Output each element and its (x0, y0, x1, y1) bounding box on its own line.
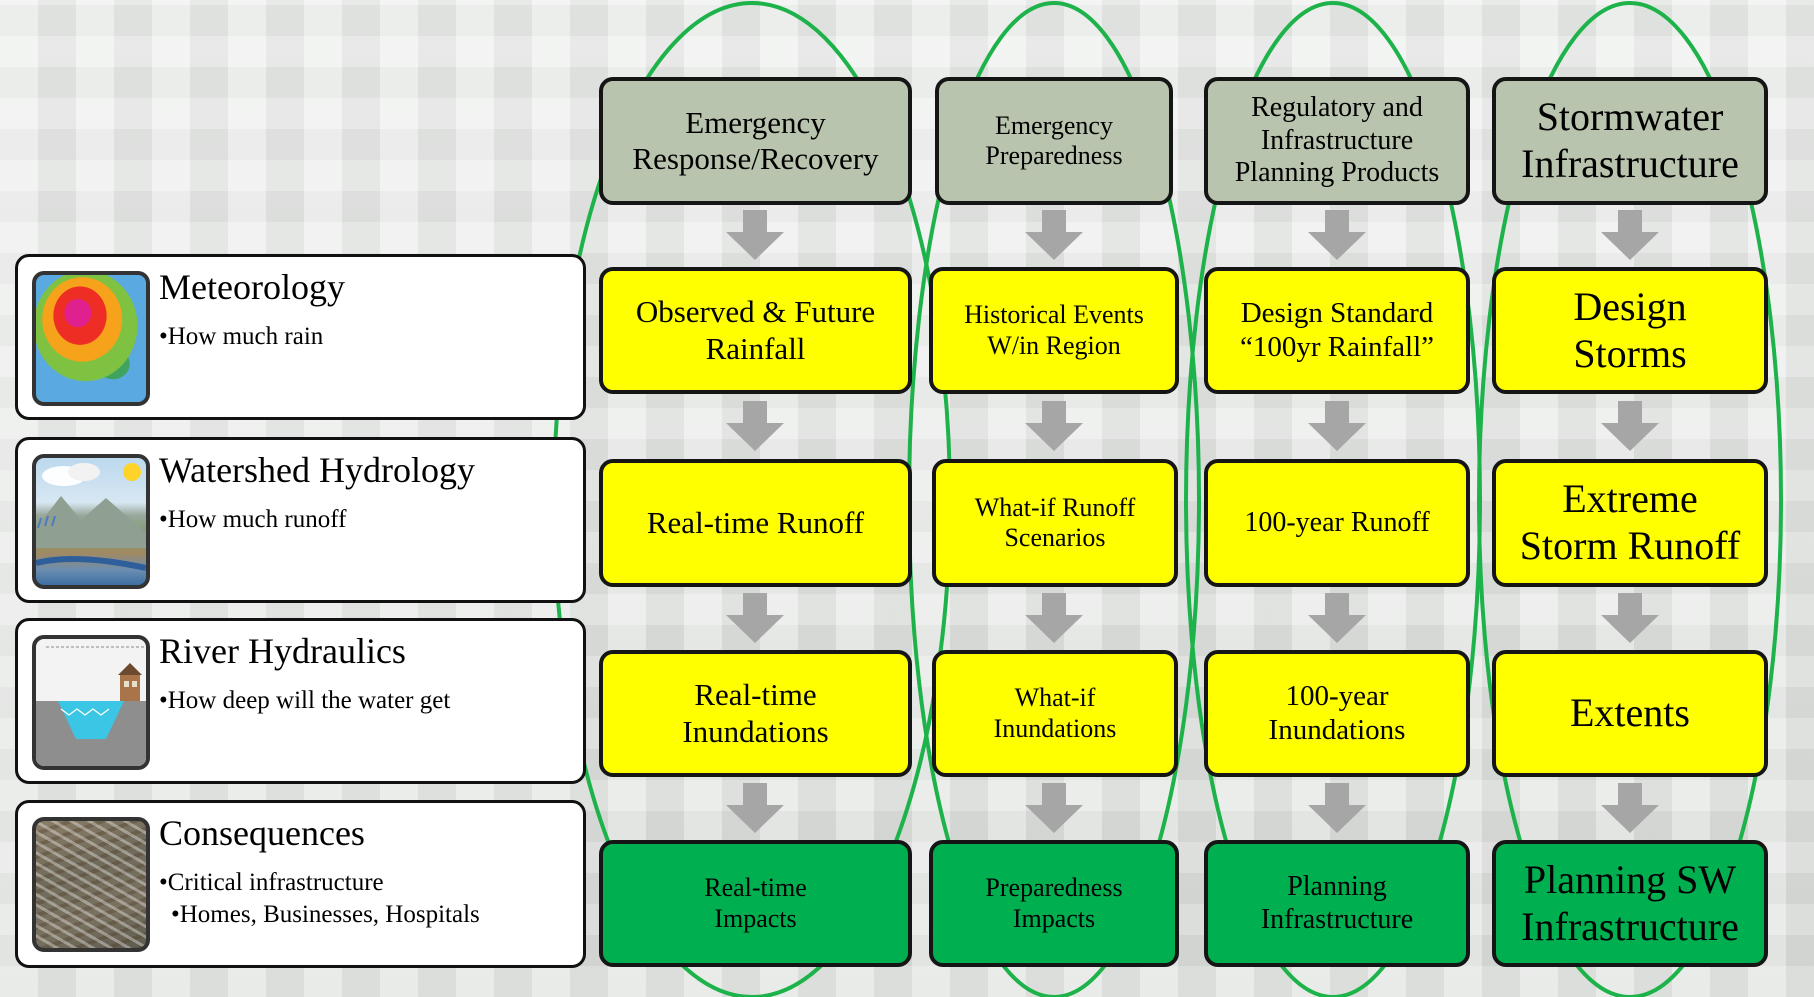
water-cycle-drawing (36, 463, 146, 571)
row-title: Watershed Hydrology (159, 450, 476, 490)
inundation-step: What-if Inundations (932, 650, 1178, 777)
row-title: Meteorology (159, 267, 345, 307)
row-meteorology: Meteorology •How much rain (15, 254, 586, 420)
down-arrow-icon (1308, 783, 1366, 833)
column-header: Regulatory and Infrastructure Planning P… (1204, 77, 1470, 205)
inundation-step: Extents (1492, 650, 1768, 777)
down-arrow-icon (726, 401, 784, 451)
inundation-step: 100-year Inundations (1204, 650, 1470, 777)
down-arrow-icon (1025, 401, 1083, 451)
impact-result: Preparedness Impacts (929, 840, 1179, 967)
down-arrow-icon (1025, 210, 1083, 260)
row-bullet: •Homes, Businesses, Hospitals (171, 901, 480, 928)
down-arrow-icon (1308, 401, 1366, 451)
rainfall-step: Historical Events W/in Region (929, 267, 1179, 394)
column-header: Stormwater Infrastructure (1492, 77, 1768, 205)
down-arrow-icon (1308, 593, 1366, 643)
impact-result: Planning Infrastructure (1204, 840, 1470, 967)
down-arrow-icon (1308, 210, 1366, 260)
impact-result: Real-time Impacts (599, 840, 912, 967)
river-cross-section-image (32, 635, 150, 770)
inundation-step: Real-time Inundations (599, 650, 912, 777)
row-title: Consequences (159, 813, 365, 853)
runoff-step: What-if Runoff Scenarios (932, 459, 1178, 587)
flooded-city-image (32, 817, 150, 952)
impact-result: Planning SW Infrastructure (1492, 840, 1768, 967)
row-watershed-hydrology: Watershed Hydrology •How much runoff (15, 437, 586, 603)
row-river-hydraulics: River Hydraulics •How deep will the wate… (15, 618, 586, 784)
down-arrow-icon (1025, 783, 1083, 833)
river-cross-section-drawing (36, 646, 146, 766)
row-consequences: Consequences •Critical infrastructure •H… (15, 800, 586, 968)
down-arrow-icon (726, 593, 784, 643)
down-arrow-icon (726, 783, 784, 833)
down-arrow-icon (726, 210, 784, 260)
water-cycle-image (32, 454, 150, 589)
rainfall-step: Design Standard “100yr Rainfall” (1204, 267, 1470, 394)
row-bullet: •How much runoff (159, 506, 347, 533)
row-bullet: •Critical infrastructure (159, 869, 384, 896)
down-arrow-icon (1025, 593, 1083, 643)
row-bullet: •How deep will the water get (159, 687, 451, 714)
column-header: Emergency Response/Recovery (599, 77, 912, 205)
column-4-oval (1477, 1, 1783, 997)
rainfall-radar-image (32, 271, 150, 406)
down-arrow-icon (1601, 783, 1659, 833)
runoff-step: Extreme Storm Runoff (1492, 459, 1768, 587)
column-header: Emergency Preparedness (935, 77, 1173, 205)
row-bullet: •How much rain (159, 323, 324, 350)
runoff-step: 100-year Runoff (1204, 459, 1470, 587)
down-arrow-icon (1601, 401, 1659, 451)
row-title: River Hydraulics (159, 631, 406, 671)
runoff-step: Real-time Runoff (599, 459, 912, 587)
down-arrow-icon (1601, 210, 1659, 260)
rainfall-step: Design Storms (1492, 267, 1768, 394)
rainfall-step: Observed & Future Rainfall (599, 267, 912, 394)
down-arrow-icon (1601, 593, 1659, 643)
